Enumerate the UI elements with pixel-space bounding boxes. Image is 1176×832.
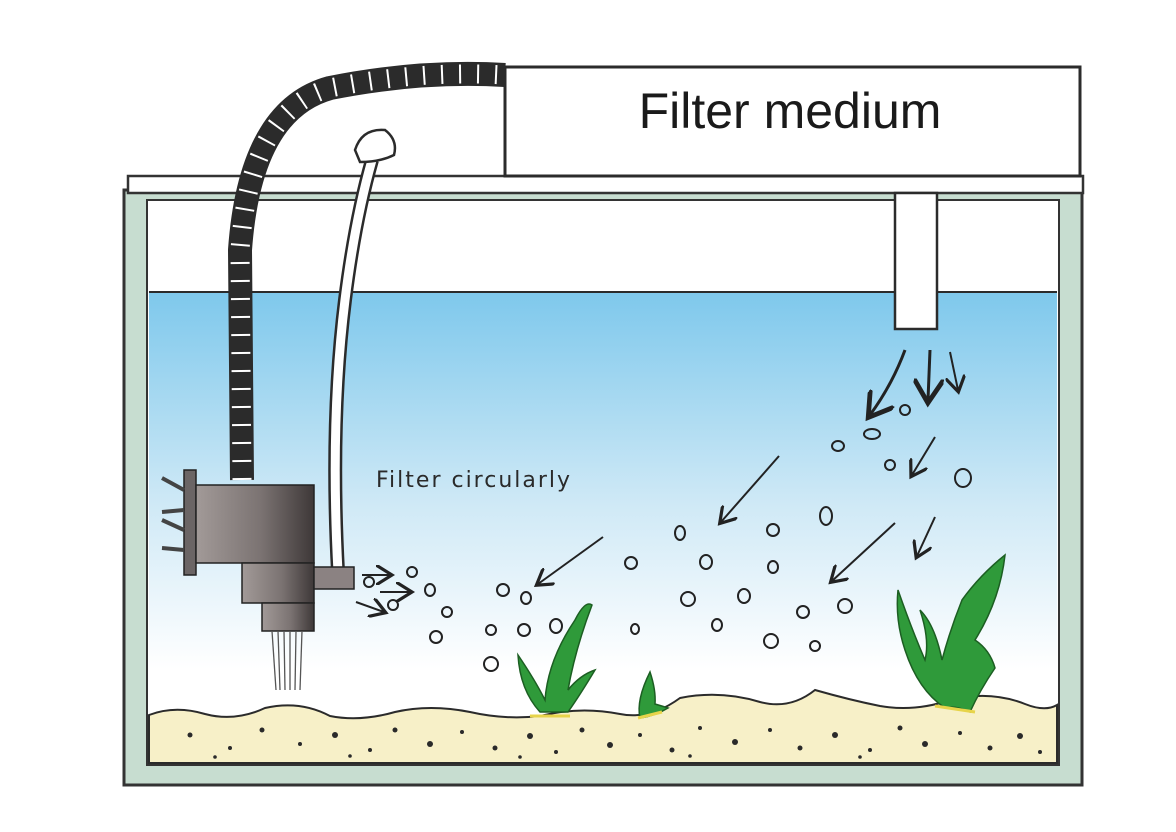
flow-arrow <box>832 522 896 581</box>
bubble <box>819 506 833 526</box>
bubble <box>363 576 375 588</box>
bubble <box>485 624 497 636</box>
pump-inlet <box>261 602 315 632</box>
bubble <box>831 440 845 452</box>
outlet-pipe <box>893 191 939 331</box>
gravel-pebbles <box>187 725 1042 759</box>
pump-lower <box>241 562 315 604</box>
bubbles <box>363 404 972 672</box>
flow-arrow <box>928 349 930 400</box>
bubble <box>884 459 896 471</box>
plant-left <box>517 603 597 713</box>
bubble <box>863 428 881 440</box>
bubble <box>441 606 453 618</box>
suction-cup-bracket <box>183 469 197 576</box>
bubble <box>766 523 780 537</box>
bubble <box>809 640 821 652</box>
filter-circularly-label: Filter circularly <box>376 468 572 493</box>
flow-arrow <box>538 536 604 584</box>
flow-arrow <box>870 349 907 415</box>
bubble <box>954 468 972 488</box>
bubble <box>406 566 418 578</box>
bubble <box>699 554 713 570</box>
bubble <box>674 525 686 541</box>
bubble <box>680 591 696 607</box>
flow-arrow <box>912 436 936 475</box>
pump-body <box>195 484 315 564</box>
pump-strainer-fringe <box>271 630 303 691</box>
flow-arrow <box>721 455 780 522</box>
plant-right <box>896 553 1006 713</box>
filter-medium-label: Filter medium <box>639 83 942 139</box>
bubble <box>424 583 436 597</box>
bubble <box>767 560 779 574</box>
bubble <box>837 598 853 614</box>
bubble <box>899 404 911 416</box>
air-tube <box>328 128 397 573</box>
plants <box>517 553 1006 720</box>
bubble <box>711 618 723 632</box>
sand <box>148 688 1058 764</box>
pump <box>161 469 355 691</box>
bubble <box>520 591 532 605</box>
bubble <box>483 656 499 672</box>
air-tube-nozzle <box>353 128 397 164</box>
flow-arrow <box>355 602 384 612</box>
bubble <box>763 633 779 649</box>
bubble <box>429 630 443 644</box>
bubble <box>796 605 810 619</box>
pump-outlet-nozzle <box>313 566 355 590</box>
filter-box-outline <box>503 65 1082 178</box>
filter-medium-box: Filter medium <box>503 65 1082 331</box>
intake-hose <box>227 61 506 481</box>
bubble <box>387 599 399 611</box>
bubble <box>517 623 531 637</box>
flow-arrow <box>917 516 936 556</box>
flow-arrows <box>355 349 958 612</box>
sand-bed <box>148 688 1058 764</box>
tank-lid <box>126 174 1085 195</box>
bubble <box>737 588 751 604</box>
bubble <box>496 583 510 597</box>
flow-arrow <box>950 351 958 390</box>
bubble <box>630 623 640 635</box>
bubble <box>549 618 563 634</box>
bubble <box>624 556 638 570</box>
